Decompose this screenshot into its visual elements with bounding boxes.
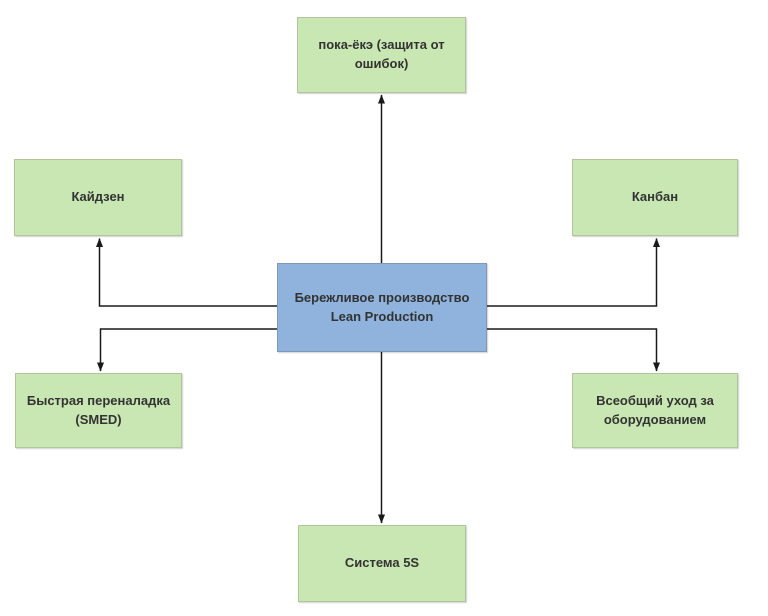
edge-center-to-smed [97,328,277,372]
node-kaizen-label: Кайдзен [71,189,125,205]
node-poka-yoke: пока-ёкэ (защита от ошибок) [297,17,466,93]
edge-center-to-tpm [487,328,660,372]
node-kanban-label: Канбан [631,189,679,205]
node-lean-production-label: Бережливое производство Lean Production [295,289,470,327]
node-kaizen: Кайдзен [14,159,182,236]
node-kanban: Канбан [572,159,738,236]
edge-center-to-kaizen [96,238,277,307]
node-lean-production-label-en: Lean Production [330,308,434,324]
node-lean-production-center: Бережливое производство Lean Production [277,263,487,352]
node-smed-label: Быстрая переналадка (SMED) [26,392,171,427]
node-tpm-label: Всеобщий уход за оборудованием [596,392,714,427]
node-smed: Быстрая переналадка (SMED) [15,373,182,448]
edge-center-to-kanban [487,238,660,307]
node-tpm: Всеобщий уход за оборудованием [572,373,738,448]
node-lean-production-label-ru: Бережливое производство [294,289,470,305]
node-system-5s: Система 5S [298,525,466,602]
node-poka-yoke-label: пока-ёкэ (защита от ошибок) [318,37,445,71]
node-system-5s-label: Система 5S [344,555,420,571]
